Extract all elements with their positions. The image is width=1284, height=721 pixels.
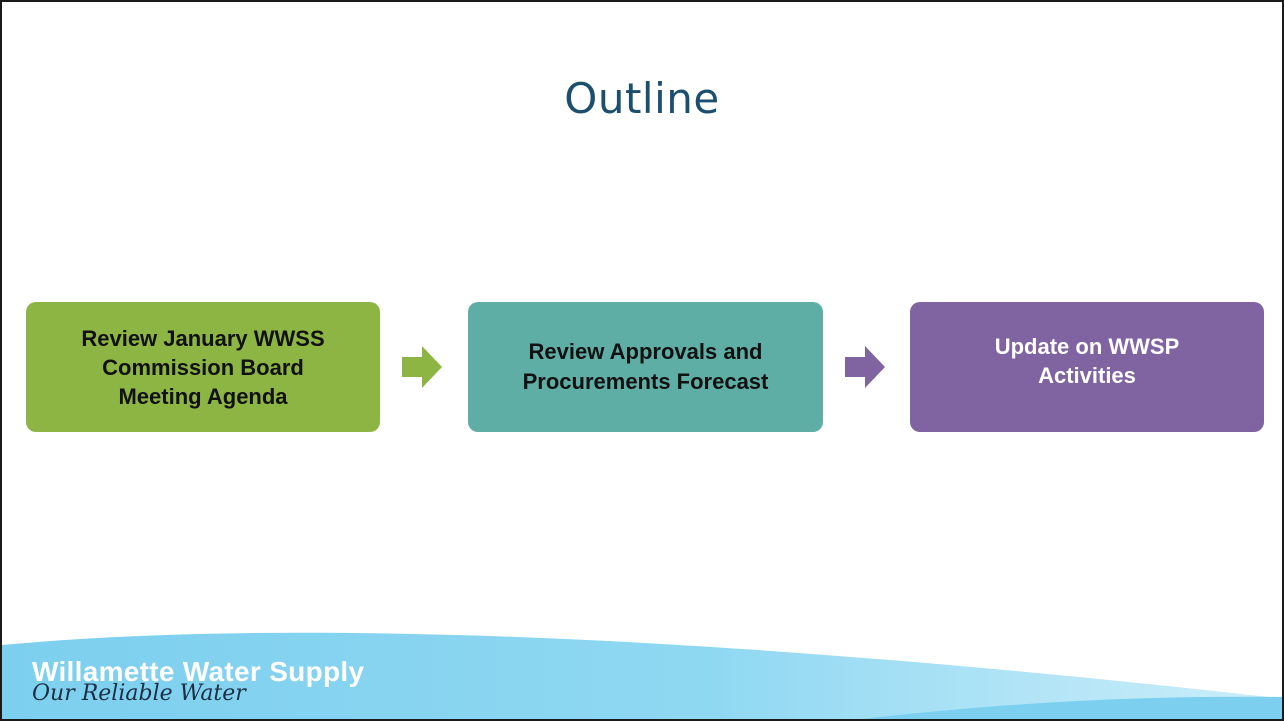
- footer-wave: [2, 632, 1282, 719]
- step-update-wwsp-label: Update on WWSP Activities: [994, 334, 1180, 388]
- page-number: 2: [1245, 682, 1254, 699]
- slide-title: Outline: [564, 74, 720, 123]
- step-review-approvals: Review Approvals and Procurements Foreca…: [468, 302, 823, 432]
- brand-name: Willamette Water Supply: [32, 656, 365, 687]
- step-review-agenda-label: Review January WWSS Commission Board Mee…: [81, 325, 325, 409]
- brand-logo: Willamette Water Supply Our Reliable Wat…: [32, 657, 364, 705]
- step-update-wwsp: Update on WWSP Activities: [910, 302, 1264, 432]
- arrow-right-icon: [845, 346, 885, 388]
- arrow-right-icon: [402, 346, 442, 388]
- brand-tagline: Our Reliable Water: [32, 681, 246, 706]
- step-review-approvals-label: Review Approvals and Procurements Foreca…: [522, 339, 769, 394]
- step-review-agenda: Review January WWSS Commission Board Mee…: [26, 302, 380, 432]
